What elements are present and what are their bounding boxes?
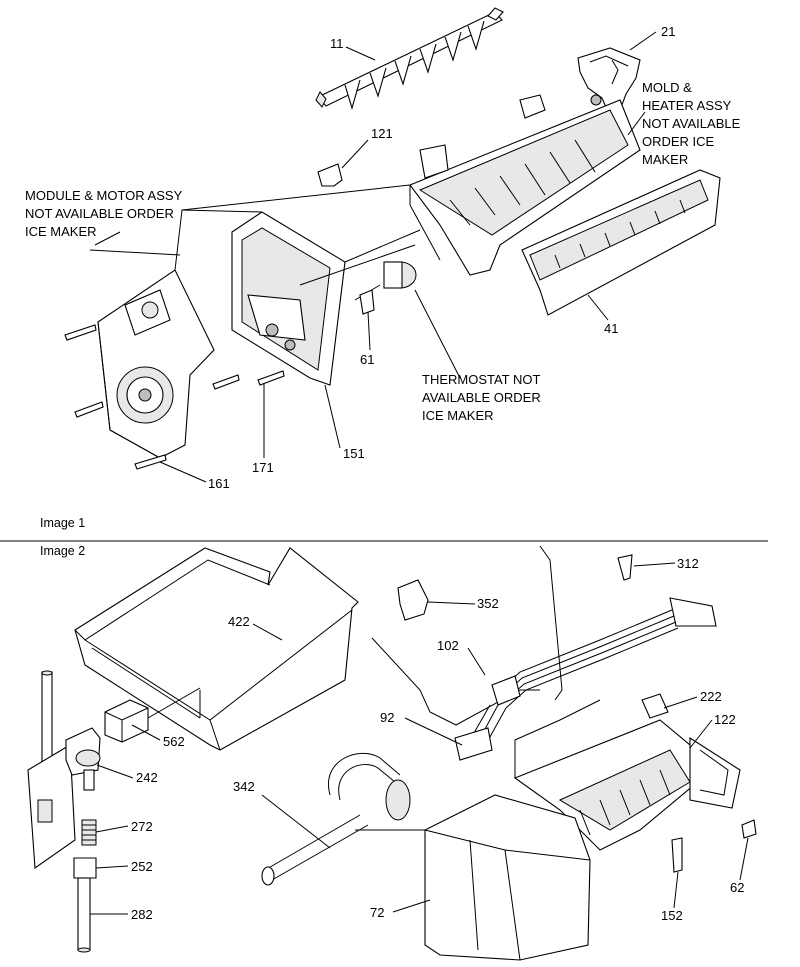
callout-151: 151: [343, 446, 365, 461]
svg-text:MOLD &: MOLD &: [642, 80, 692, 95]
ice-maker-assembly-drawing: [513, 699, 741, 851]
callout-122: 122: [714, 712, 736, 727]
leader-252: [95, 865, 129, 869]
svg-text:ICE MAKER: ICE MAKER: [422, 408, 494, 423]
callout-72: 72: [370, 905, 384, 920]
svg-text:NOT AVAILABLE: NOT AVAILABLE: [642, 116, 741, 131]
leader-72: [392, 899, 431, 913]
motor-module-drawing: [97, 209, 263, 459]
clip-222-drawing: [641, 693, 669, 719]
callout-242: 242: [136, 770, 158, 785]
svg-text:ORDER ICE: ORDER ICE: [642, 134, 715, 149]
callout-102: 102: [437, 638, 459, 653]
leader-122: [689, 719, 713, 749]
leader-module: [89, 249, 181, 256]
mold-heater-drawing: [409, 94, 641, 276]
callout-152: 152: [661, 908, 683, 923]
callout-252: 252: [131, 859, 153, 874]
leader-21: [629, 31, 657, 51]
shaft-line: [181, 184, 411, 211]
callout-61: 61: [360, 352, 374, 367]
note-mold-heater: MOLD & HEATER ASSY NOT AVAILABLE ORDER I…: [642, 80, 741, 167]
clip-352-drawing: [397, 579, 429, 621]
callout-92: 92: [380, 710, 394, 725]
ejector-blade-drawing: [315, 7, 504, 110]
shaft-line: [344, 229, 421, 263]
leader-222: [663, 696, 698, 709]
callout-562: 562: [163, 734, 185, 749]
svg-text:ICE MAKER: ICE MAKER: [25, 224, 97, 239]
svg-text:THERMOSTAT NOT: THERMOSTAT NOT: [422, 372, 541, 387]
leader-352: [427, 601, 476, 605]
shaft-line: [299, 244, 416, 286]
image-2-caption: Image 2: [40, 544, 85, 558]
leader-151: [324, 384, 341, 449]
callout-222: 222: [700, 689, 722, 704]
image-2-panel: Image 2: [27, 544, 757, 961]
pin-61-drawing: [359, 289, 375, 315]
leader-342: [261, 794, 331, 849]
callout-272: 272: [131, 819, 153, 834]
svg-text:MODULE & MOTOR ASSY: MODULE & MOTOR ASSY: [25, 188, 183, 203]
svg-text:AVAILABLE ORDER: AVAILABLE ORDER: [422, 390, 541, 405]
svg-text:HEATER ASSY: HEATER ASSY: [642, 98, 732, 113]
svg-text:NOT AVAILABLE ORDER: NOT AVAILABLE ORDER: [25, 206, 174, 221]
leader-272: [95, 825, 129, 833]
callout-171: 171: [252, 460, 274, 475]
screw-152-drawing: [671, 837, 683, 873]
callout-161: 161: [208, 476, 230, 491]
leader-41: [587, 294, 609, 321]
note-module-motor: MODULE & MOTOR ASSY NOT AVAILABLE ORDER …: [25, 188, 183, 239]
mold-cover-41-drawing: [521, 169, 721, 316]
connector-562-drawing: [104, 687, 201, 743]
leader-61: [367, 311, 371, 351]
bracket-21-drawing: [577, 47, 641, 113]
callout-62: 62: [730, 880, 744, 895]
screw-drawings: [64, 324, 285, 470]
note-thermostat: THERMOSTAT NOT AVAILABLE ORDER ICE MAKER: [422, 372, 541, 423]
leader-11: [345, 46, 376, 61]
callout-21: 21: [661, 24, 675, 39]
shutoff-arm-102-drawing: [371, 545, 563, 726]
fill-tube-342-drawing: [261, 752, 445, 886]
leader-mold: [627, 111, 646, 136]
leader-92: [404, 717, 463, 746]
leader-562: [131, 724, 161, 741]
callout-121: 121: [371, 126, 393, 141]
leader-312: [633, 562, 676, 567]
leader-121: [341, 139, 369, 169]
clip-62-drawing: [741, 819, 757, 839]
leader-242: [96, 764, 134, 779]
leader-62: [739, 837, 749, 881]
screw-312-drawing: [617, 554, 633, 581]
fill-tube-drawing: [27, 670, 101, 953]
leader-422: [252, 623, 283, 641]
image-1-panel: 11 21 121 41 61 151 171 161 MODULE & MOT…: [25, 7, 741, 530]
callout-282: 282: [131, 907, 153, 922]
cover-72-drawing: [424, 794, 591, 961]
leader-161: [159, 461, 207, 483]
callout-422: 422: [228, 614, 250, 629]
svg-text:MAKER: MAKER: [642, 152, 688, 167]
leader-102: [467, 647, 486, 676]
ice-bucket-drawing: [74, 547, 359, 751]
module-housing-drawing: [231, 211, 346, 386]
leader-thermostat: [414, 289, 461, 379]
callout-41: 41: [604, 321, 618, 336]
image-1-caption: Image 1: [40, 516, 85, 530]
callout-312: 312: [677, 556, 699, 571]
callout-11: 11: [330, 36, 344, 51]
callout-342: 342: [233, 779, 255, 794]
clip-121-drawing: [317, 163, 343, 187]
thermostat-drawing: [354, 261, 417, 301]
callout-352: 352: [477, 596, 499, 611]
wiring-harness-drawing: [454, 597, 717, 761]
leader-module-2: [94, 231, 121, 246]
leader-152: [673, 871, 679, 909]
